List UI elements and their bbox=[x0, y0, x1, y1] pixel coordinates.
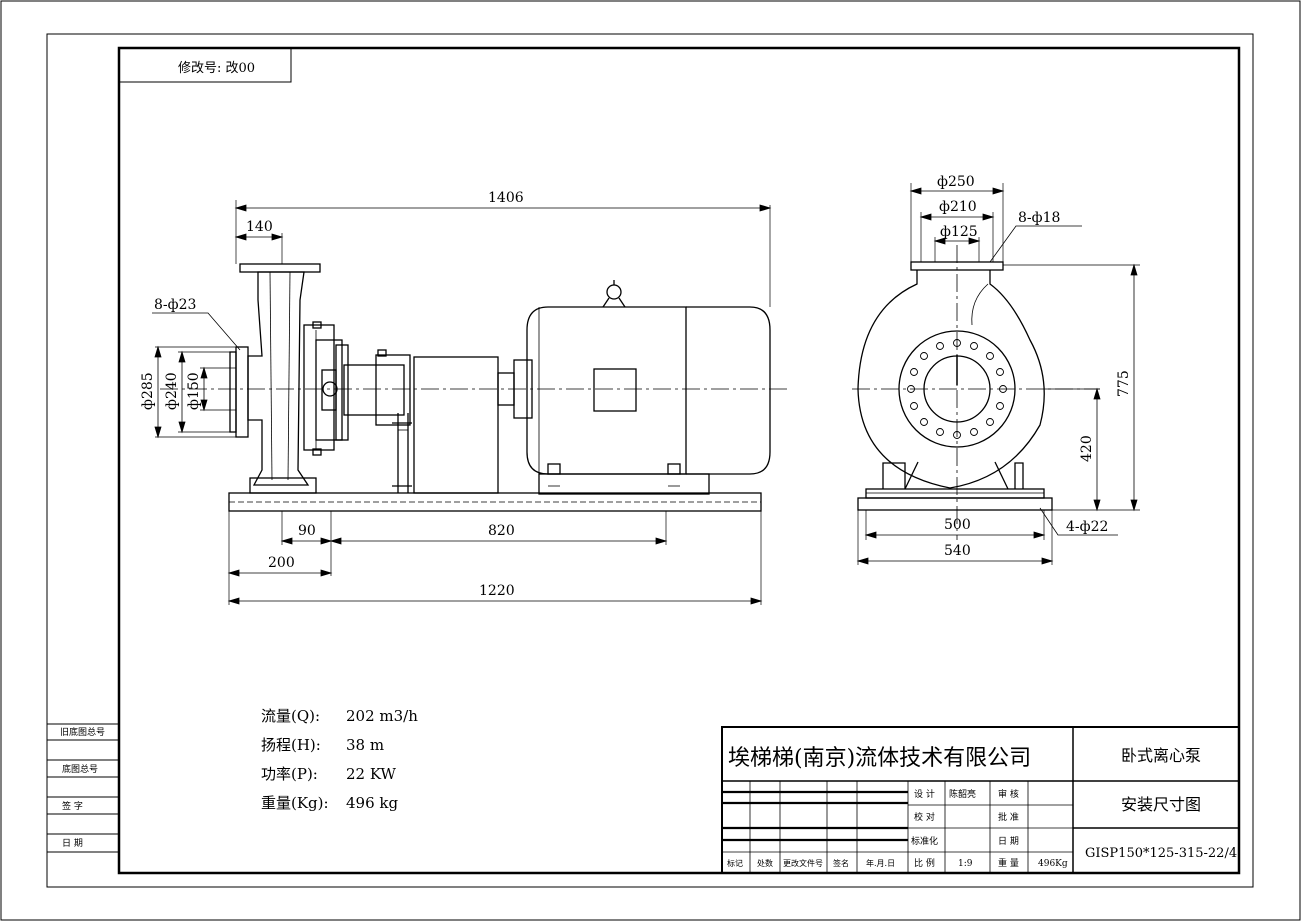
spec-flow-label: 流量(Q): bbox=[261, 707, 320, 725]
revision-box: 修改号: 改00 bbox=[118, 47, 292, 83]
suction-flange-outer bbox=[898, 330, 1016, 448]
side-label-column: 旧底图总号 底图总号 签 字 日 期 bbox=[47, 723, 119, 853]
dim-8-phi23: 8-ф23 bbox=[154, 297, 196, 313]
side-view: ф250 ф210 ф125 8-ф18 775 420 500 540 4-ф… bbox=[852, 174, 1140, 565]
label-standardization: 标准化 bbox=[911, 835, 938, 847]
flange-bolt-holes bbox=[907, 339, 1007, 439]
label-design: 设 计 bbox=[914, 788, 935, 800]
dim-phi125: ф125 bbox=[940, 224, 978, 240]
side-base-bottom bbox=[857, 497, 1053, 511]
label-scale: 比 例 bbox=[914, 857, 935, 869]
dim-200: 200 bbox=[268, 555, 295, 571]
side-label-date: 日 期 bbox=[62, 838, 83, 849]
spec-list: 流量(Q): 202 m3/h 扬程(H): 38 m 功率(P): 22 KW… bbox=[261, 707, 418, 812]
pump-casing bbox=[229, 263, 321, 494]
rev-header-mark: 标记 bbox=[727, 858, 743, 868]
rev-header-sign: 签名 bbox=[833, 858, 849, 868]
spec-head-label: 扬程(H): bbox=[261, 736, 321, 754]
side-label-drawing-no: 底图总号 bbox=[62, 763, 98, 775]
pump-leg-right bbox=[1014, 462, 1024, 489]
value-weight: 496Kg bbox=[1038, 859, 1068, 869]
side-extension-lines bbox=[857, 183, 1140, 565]
value-designer: 陈韶亮 bbox=[949, 788, 976, 800]
label-check: 校 对 bbox=[914, 811, 935, 823]
title-drawing-name: 安装尺寸图 bbox=[1121, 795, 1201, 814]
label-review: 审 核 bbox=[998, 788, 1019, 800]
side-label-signature: 签 字 bbox=[62, 800, 83, 812]
discharge-flange bbox=[910, 261, 1004, 271]
coupling-guard bbox=[413, 356, 499, 494]
motor-terminal-box bbox=[593, 368, 637, 412]
dim-820: 820 bbox=[488, 523, 515, 539]
side-dimension-text: ф250 ф210 ф125 8-ф18 775 420 500 540 4-ф… bbox=[937, 174, 1132, 559]
front-dimension-lines bbox=[152, 204, 772, 605]
dim-420: 420 bbox=[1079, 435, 1095, 462]
dim-phi285: ф285 bbox=[140, 372, 156, 410]
dim-90: 90 bbox=[298, 523, 316, 539]
spec-weight-value: 496 kg bbox=[346, 794, 398, 812]
dim-775: 775 bbox=[1116, 370, 1132, 397]
dim-phi150: ф150 bbox=[186, 372, 202, 410]
spec-power-label: 功率(P): bbox=[261, 765, 318, 783]
value-scale: 1:9 bbox=[958, 859, 973, 869]
dim-8-phi18: 8-ф18 bbox=[1018, 210, 1060, 226]
dim-4-phi22: 4-ф22 bbox=[1066, 519, 1108, 535]
dim-phi240: ф240 bbox=[164, 372, 180, 410]
dim-1220: 1220 bbox=[479, 583, 515, 599]
revision-label: 修改号: 改00 bbox=[178, 61, 255, 76]
dim-phi250: ф250 bbox=[937, 174, 975, 190]
spec-flow-value: 202 m3/h bbox=[346, 707, 418, 725]
dim-phi210: ф210 bbox=[939, 199, 977, 215]
title-block: 埃梯梯(南京)流体技术有限公司 卧式离心泵 安装尺寸图 GISP150*125-… bbox=[721, 726, 1240, 874]
volute-casing bbox=[857, 270, 1045, 489]
dim-140: 140 bbox=[246, 219, 273, 235]
sheet-trim-border bbox=[46, 33, 1254, 888]
rev-header-doc: 更改文件号 bbox=[783, 858, 823, 868]
front-extension-lines bbox=[155, 200, 771, 605]
rev-header-date: 年.月.日 bbox=[866, 858, 895, 868]
support-stand bbox=[392, 413, 412, 493]
side-base-top bbox=[865, 488, 1045, 499]
dim-500: 500 bbox=[944, 517, 971, 533]
side-label-old-drawing-no: 旧底图总号 bbox=[60, 726, 105, 738]
bearing-bracket bbox=[303, 321, 411, 456]
title-company: 埃梯梯(南京)流体技术有限公司 bbox=[728, 746, 1031, 771]
motor bbox=[513, 280, 771, 495]
spec-power-value: 22 KW bbox=[346, 765, 397, 783]
pump-leg-left bbox=[882, 462, 906, 489]
label-date: 日 期 bbox=[998, 836, 1019, 847]
drawing-frame bbox=[117, 46, 1241, 875]
dim-540: 540 bbox=[944, 543, 971, 559]
label-approve: 批 准 bbox=[998, 811, 1019, 823]
title-product: 卧式离心泵 bbox=[1121, 746, 1201, 765]
spec-weight-label: 重量(Kg): bbox=[261, 794, 329, 812]
label-weight: 重 量 bbox=[998, 857, 1019, 869]
title-model: GISP150*125-315-22/4 bbox=[1085, 846, 1237, 861]
front-view: 1406 140 8-ф23 ф285 ф240 ф150 90 820 200… bbox=[140, 190, 790, 605]
spec-head-value: 38 m bbox=[346, 736, 384, 754]
side-dimension-lines bbox=[856, 187, 1138, 565]
rev-header-count: 处数 bbox=[757, 858, 773, 868]
front-dimension-text: 1406 140 8-ф23 ф285 ф240 ф150 90 820 200… bbox=[140, 190, 524, 599]
dim-1406: 1406 bbox=[488, 190, 524, 206]
